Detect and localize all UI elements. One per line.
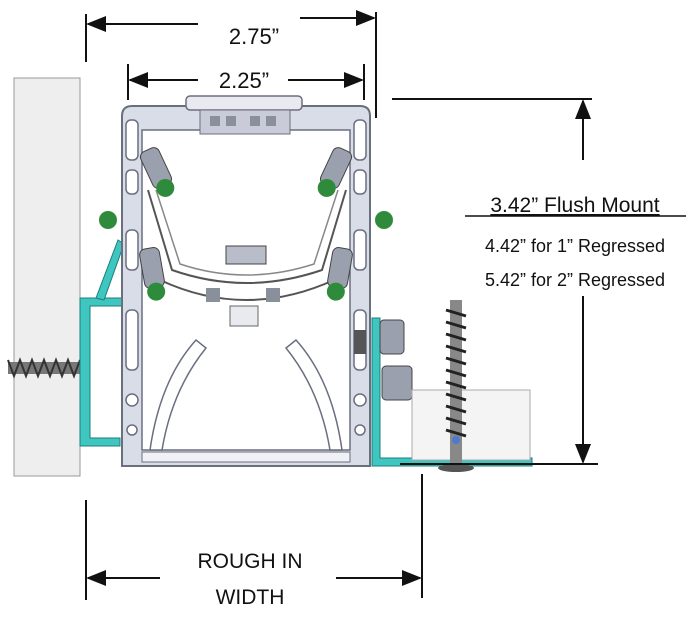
diffuser-fins bbox=[149, 338, 343, 451]
ceiling-screw bbox=[438, 300, 474, 472]
extrusion-slots bbox=[125, 119, 367, 436]
regressed-2-label: 5.42” for 2” Regressed bbox=[485, 270, 665, 290]
right-hardware bbox=[354, 319, 413, 401]
lens-tray bbox=[159, 279, 335, 301]
top-channel bbox=[185, 95, 303, 135]
regressed-1-label: 4.42” for 1” Regressed bbox=[485, 236, 665, 256]
wire-hanger-inner bbox=[155, 189, 339, 276]
center-connector bbox=[206, 245, 280, 327]
wall-screw bbox=[7, 357, 88, 379]
right-mounting-bracket bbox=[371, 317, 533, 467]
wire-hanger bbox=[147, 189, 347, 284]
dimension-height bbox=[392, 98, 598, 465]
rough-in-label-line2: WIDTH bbox=[216, 586, 285, 609]
rough-in-label-line1: ROUGH IN bbox=[198, 550, 303, 573]
inner-width-label: 2.25” bbox=[219, 68, 269, 93]
left-mounting-bracket bbox=[79, 297, 123, 447]
left-spring-clip bbox=[95, 239, 125, 301]
dimension-rough-in bbox=[85, 474, 423, 600]
overall-width-label: 2.75” bbox=[229, 24, 279, 49]
wall bbox=[13, 77, 81, 477]
lens bbox=[141, 451, 351, 463]
flush-mount-label: 3.42” Flush Mount bbox=[490, 194, 659, 217]
dimension-inner-width bbox=[127, 64, 365, 100]
ceiling-drywall bbox=[411, 389, 531, 461]
roller-assemblies bbox=[99, 147, 393, 301]
dimension-overall-width bbox=[85, 10, 377, 118]
